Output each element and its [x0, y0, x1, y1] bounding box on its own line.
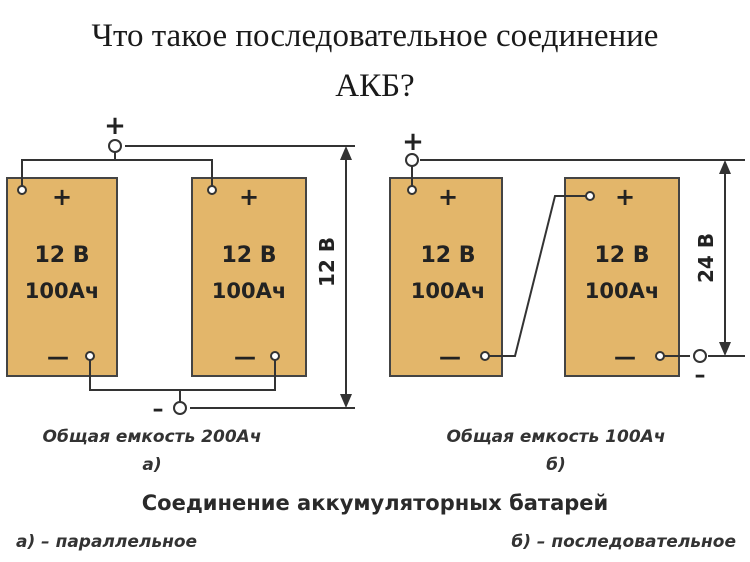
series-plus-terminal — [405, 153, 419, 167]
battery-right-2 — [564, 177, 680, 377]
page-title-line1: Что такое последовательное соединение — [91, 18, 659, 54]
battery-plus-sign: + — [615, 183, 635, 211]
parallel-diagram: + – + 12 В 100Ач — + 12 В 100Ач — 12 В О… — [6, 111, 355, 475]
parallel-plus-label: + — [104, 111, 126, 141]
battery-minus-sign: — — [234, 345, 256, 370]
battery-minus-sign: — — [439, 345, 461, 370]
battery-capacity: 100Ач — [212, 279, 287, 303]
battery-left-1 — [6, 177, 118, 377]
battery-plus-sign: + — [438, 183, 458, 211]
series-letter: б) — [546, 455, 566, 475]
battery-capacity: 100Ач — [585, 279, 660, 303]
battery-voltage: 12 В — [594, 243, 649, 268]
battery-voltage: 12 В — [34, 243, 89, 268]
battery-minus-sign: — — [47, 345, 69, 370]
series-capacity-caption: Общая емкость 100Ач — [447, 427, 666, 447]
battery-voltage: 12 В — [221, 243, 276, 268]
series-voltage-label: 24 В — [694, 233, 718, 283]
battery-plus-sign: + — [239, 183, 259, 211]
parallel-capacity-caption: Общая емкость 200Ач — [43, 427, 262, 447]
series-minus-label: – — [695, 363, 706, 388]
page-title-line2: АКБ? — [335, 68, 415, 104]
battery-left-2 — [191, 177, 307, 377]
parallel-voltage-label: 12 В — [315, 237, 339, 287]
parallel-minus-terminal — [173, 401, 187, 415]
battery-capacity: 100Ач — [25, 279, 100, 303]
parallel-minus-label: – — [153, 397, 164, 422]
parallel-plus-terminal — [108, 139, 122, 153]
battery-right-1 — [389, 177, 503, 377]
series-plus-label: + — [402, 127, 424, 157]
footer-heading: Соединение аккумуляторных батарей — [142, 491, 609, 515]
battery-capacity: 100Ач — [411, 279, 486, 303]
footer-left-note: а) – параллельное — [16, 532, 197, 552]
series-diagram: + – + 12 В 100Ач — + 12 В 100Ач — 24 В О… — [389, 127, 745, 475]
battery-plus-sign: + — [52, 183, 72, 211]
battery-minus-sign: — — [614, 345, 636, 370]
series-minus-terminal — [693, 349, 707, 363]
footer-right-note: б) – последовательное — [511, 532, 736, 552]
battery-voltage: 12 В — [420, 243, 475, 268]
parallel-letter: а) — [142, 455, 161, 475]
